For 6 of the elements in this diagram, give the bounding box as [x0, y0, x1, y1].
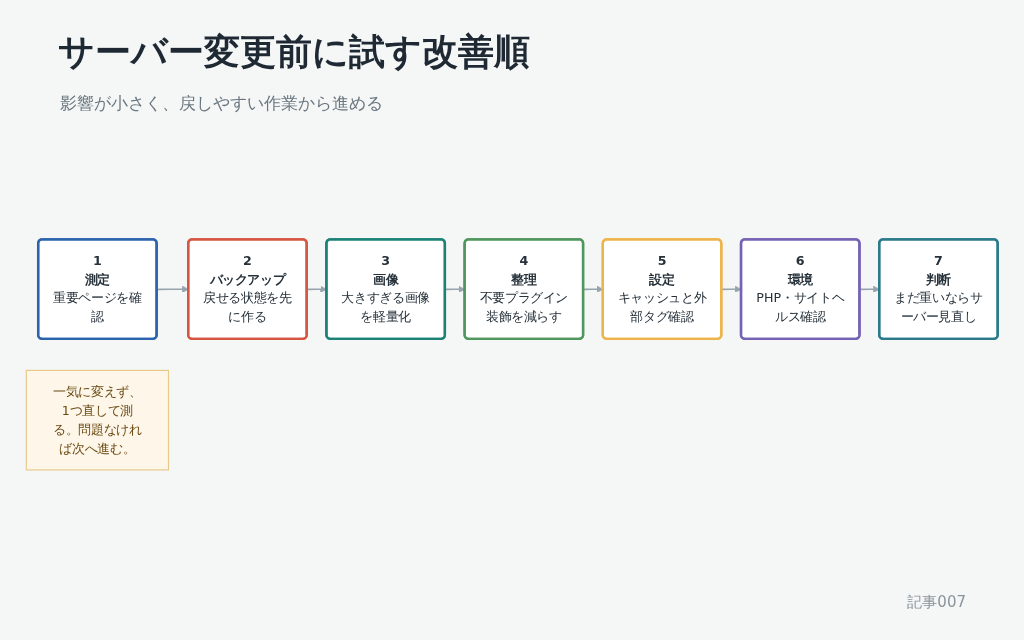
title: サーバー変更前に試す改善順 [58, 30, 530, 74]
footer-note: 記事007 [907, 593, 966, 612]
arrow [156, 286, 189, 294]
subtitle: 影響が小さく、戻しやすい作業から進める [60, 92, 383, 115]
arrow [859, 286, 880, 294]
node-box: 一気に変えず、1つ直して測る。問題なければ次へ進む。 [25, 370, 170, 471]
